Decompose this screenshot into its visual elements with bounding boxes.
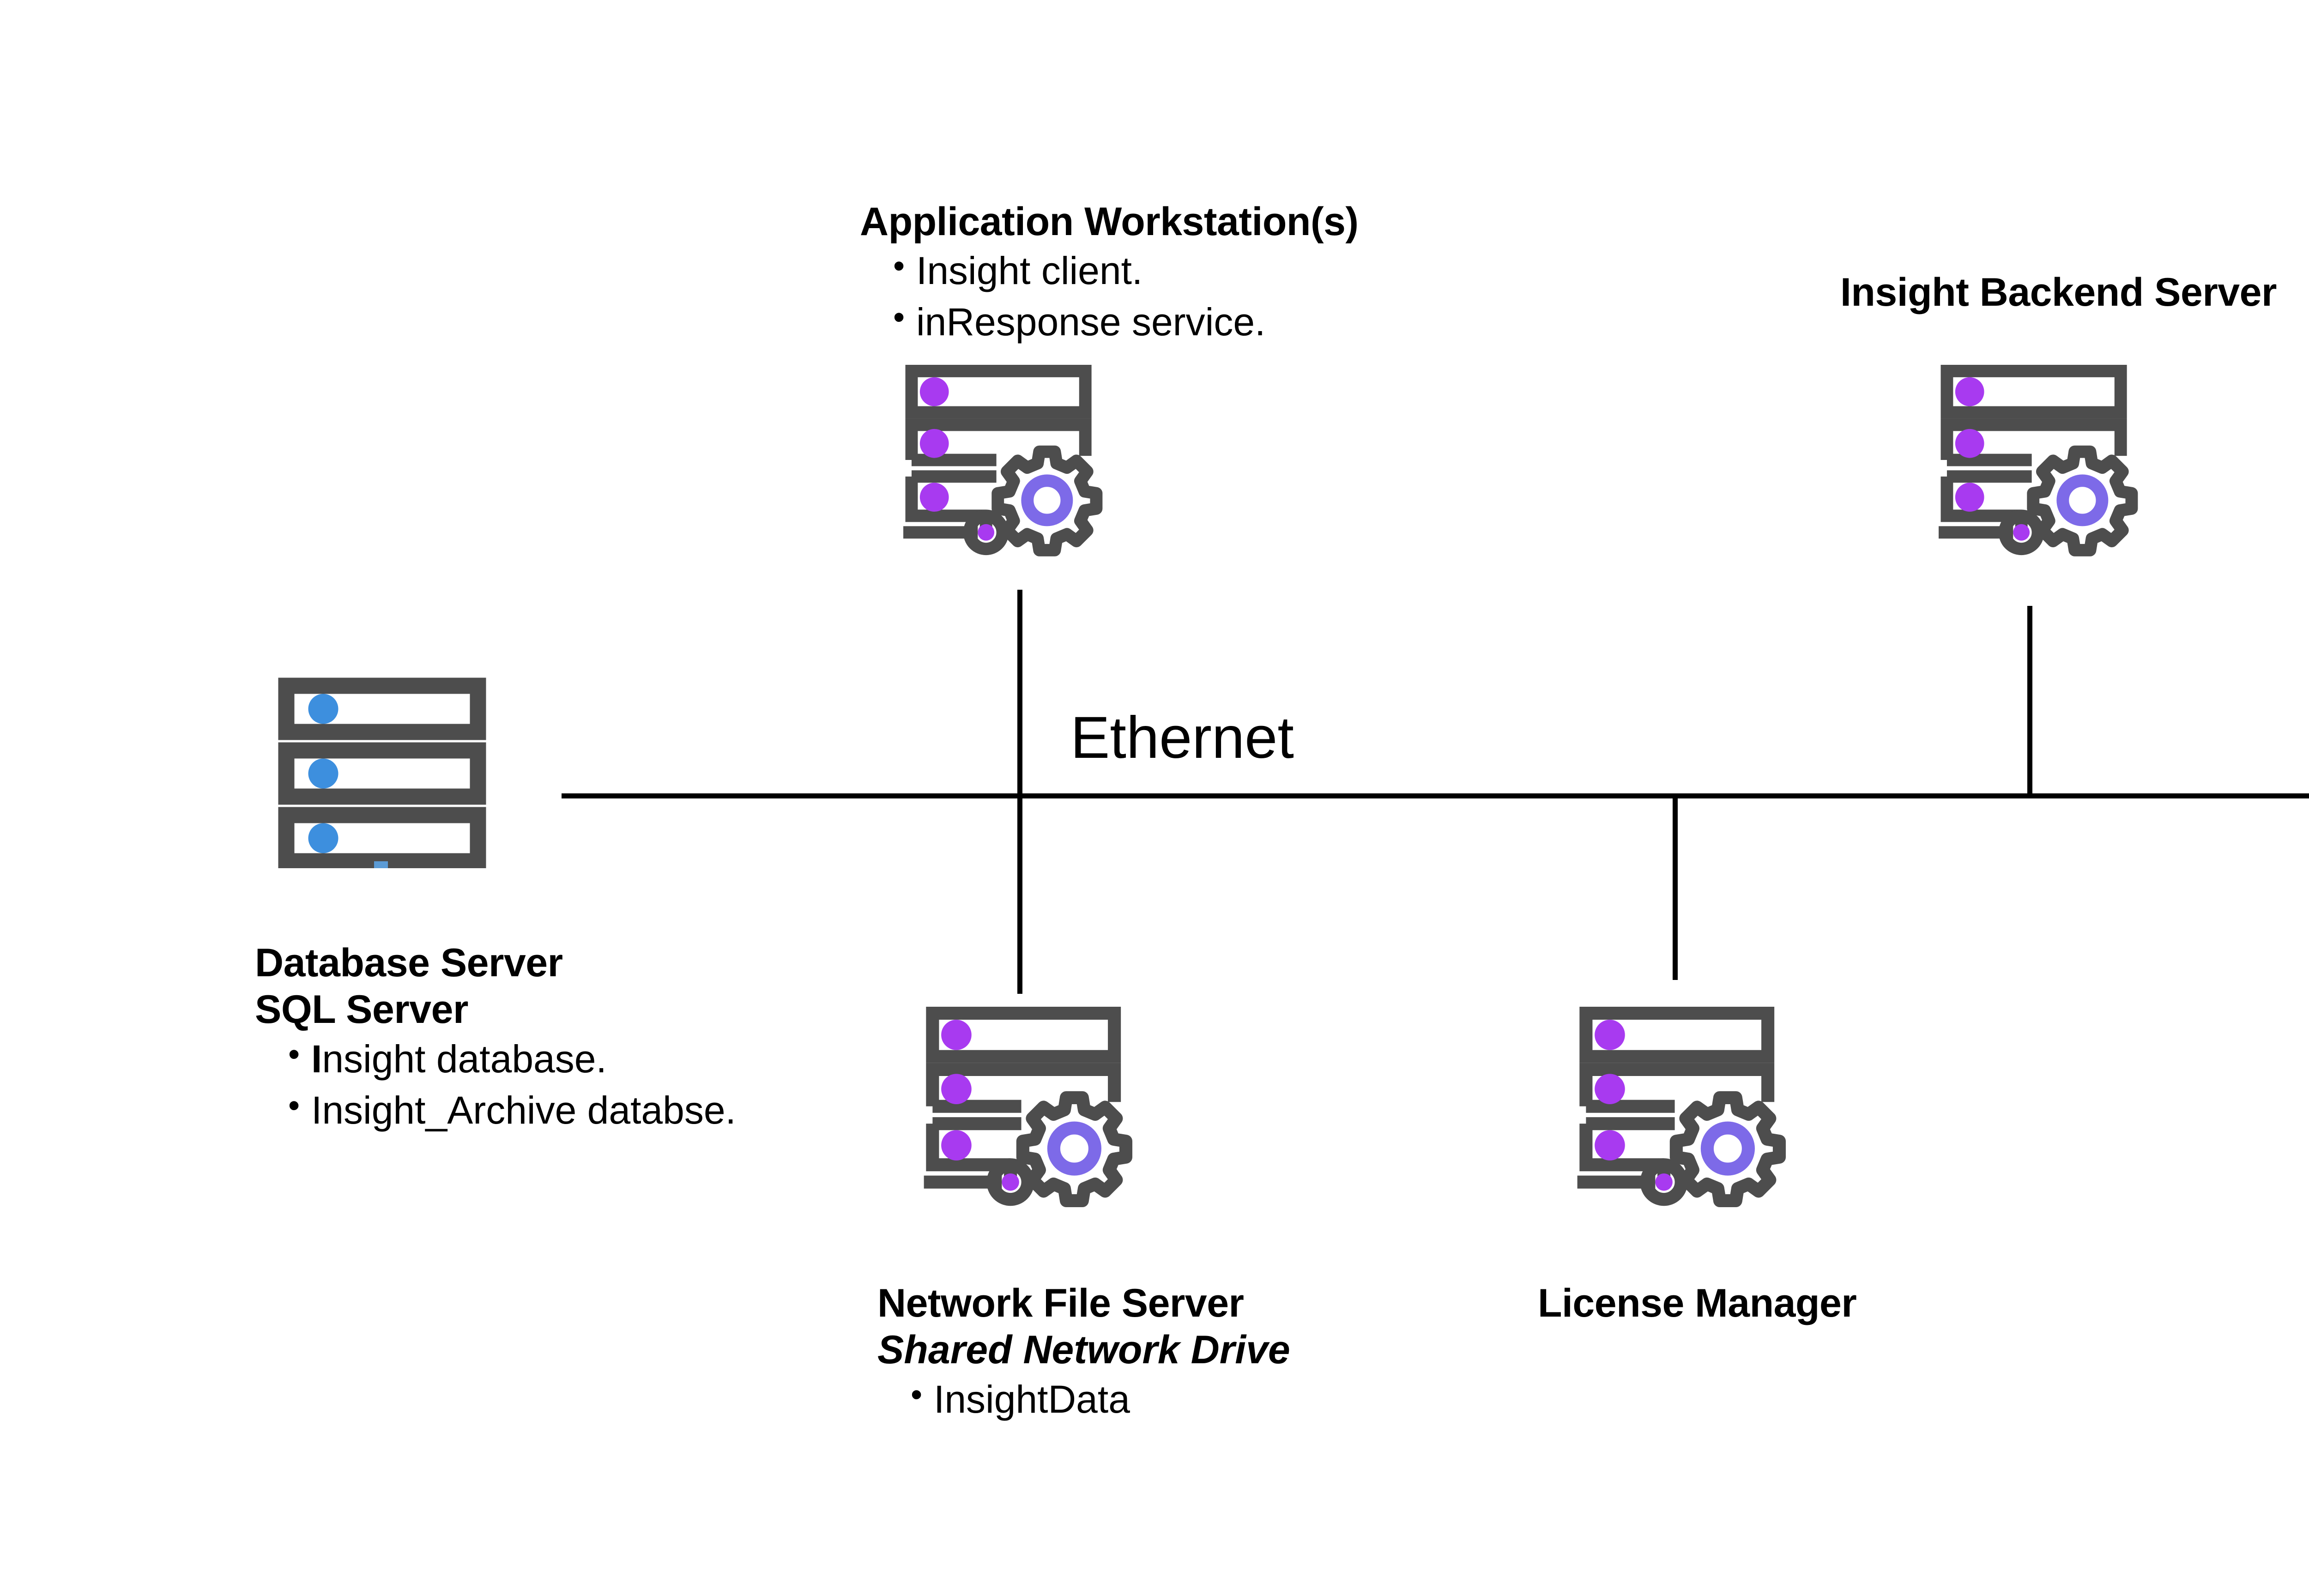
bullet-lead-letter: I	[311, 1037, 322, 1081]
gear-icon	[991, 445, 1103, 556]
application-workstation-group: Application Workstation(s) Insight clien…	[860, 199, 1359, 348]
database-server-icon	[278, 677, 486, 868]
network-file-server-bullets: InsightData	[877, 1373, 1290, 1425]
application-workstation-bullets: Insight client. inResponse service.	[860, 244, 1359, 348]
database-server-subtitle: SQL Server	[255, 987, 468, 1032]
server-gear-icon-backend	[1938, 365, 2146, 563]
server-status-dot	[1595, 1020, 1625, 1050]
server-status-dot	[941, 1130, 972, 1161]
list-item: Insight database.	[284, 1033, 736, 1085]
server-status-dot	[1955, 483, 1984, 512]
database-server-bullets: Insight database. Insight_Archive databs…	[255, 1033, 736, 1136]
server-status-dot	[1595, 1074, 1625, 1104]
license-manager-group: License Manager	[1538, 1280, 1857, 1327]
server-status-dot	[1595, 1130, 1625, 1161]
server-gear-icon-license-manager	[1577, 1007, 1794, 1215]
server-gear-icon-workstation	[903, 365, 1111, 563]
server-gear-icon-fileserver	[924, 1007, 1141, 1215]
network-connector-icon	[374, 861, 388, 868]
database-status-dot	[308, 823, 338, 853]
database-server-group: Database Server SQL Server Insight datab…	[255, 940, 736, 1136]
network-file-server-title: Network File Server	[877, 1281, 1244, 1325]
list-item: InsightData	[907, 1373, 1290, 1425]
server-gear-icon	[903, 365, 1103, 556]
network-file-server-subtitle: Shared Network Drive	[877, 1328, 1290, 1372]
gear-icon	[2027, 445, 2138, 556]
gear-icon	[1016, 1091, 1133, 1208]
server-status-dot	[919, 377, 949, 406]
server-status-dot	[919, 483, 949, 512]
server-status-dot	[919, 429, 949, 458]
insight-backend-server-title: Insight Backend Server	[1840, 270, 2277, 314]
database-status-dot	[308, 758, 338, 789]
server-status-dot	[941, 1020, 972, 1050]
gear-icon	[1669, 1091, 1786, 1208]
database-server-title: Database Server	[255, 941, 563, 985]
server-status-dot	[1955, 429, 1984, 458]
license-manager-title: License Manager	[1538, 1281, 1857, 1325]
list-item: Insight client.	[889, 244, 1359, 296]
ethernet-label: Ethernet	[1070, 705, 1294, 771]
network-file-server-group: Network File Server Shared Network Drive…	[877, 1280, 1290, 1425]
list-item: inResponse service.	[889, 296, 1359, 348]
application-workstation-title: Application Workstation(s)	[860, 200, 1359, 244]
list-item: Insight_Archive databse.	[284, 1084, 736, 1136]
server-gear-icon	[1577, 1007, 1786, 1208]
drop-line-license-manager	[1673, 795, 1678, 980]
drop-line-workstation-to-fileserver	[1017, 590, 1022, 994]
ethernet-bus-line	[562, 793, 2309, 798]
server-status-dot	[1955, 377, 1984, 406]
database-server-icon-wrap	[259, 674, 499, 868]
server-status-dot	[941, 1074, 972, 1104]
database-status-dot	[308, 694, 338, 724]
insight-backend-server-group: Insight Backend Server	[1840, 269, 2277, 316]
server-gear-icon	[924, 1007, 1133, 1208]
server-gear-icon	[1939, 365, 2138, 556]
drop-line-backend-server	[2027, 606, 2032, 796]
